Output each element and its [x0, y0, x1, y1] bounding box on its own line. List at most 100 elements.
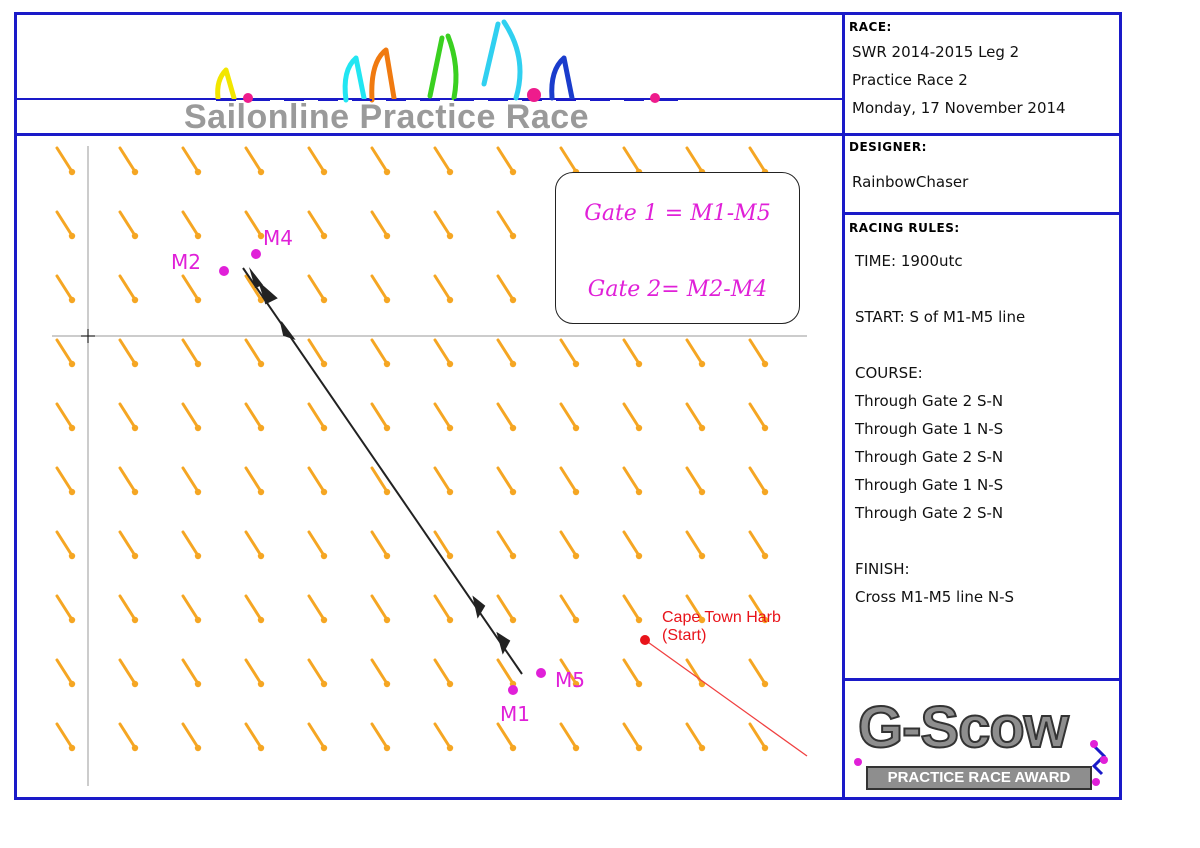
wind-arrow-head-icon	[698, 424, 706, 432]
gate-legend: Gate 1 = M1-M5 Gate 2= M2-M4	[555, 172, 800, 324]
wind-arrow-icon	[181, 338, 199, 364]
wind-arrow-icon	[307, 210, 325, 236]
start-label: Cape Town Harb (Start)	[662, 609, 807, 645]
wind-arrow-icon	[622, 146, 640, 172]
wind-arrow-icon	[244, 466, 262, 492]
wind-arrow-head-icon	[383, 680, 391, 688]
wind-arrow-icon	[622, 402, 640, 428]
sail-cyan-icon	[342, 55, 367, 103]
wind-arrow-head-icon	[68, 616, 76, 624]
legend-gate1: Gate 1 = M1-M5	[584, 201, 771, 226]
wind-arrow-head-icon	[320, 232, 328, 240]
wind-arrow-head-icon	[194, 168, 202, 176]
sail-green-icon	[427, 33, 459, 101]
race-divider	[842, 133, 1122, 136]
wind-arrow-icon	[685, 530, 703, 556]
wind-arrow-head-icon	[68, 296, 76, 304]
rules-label: RACING RULES:	[849, 221, 960, 235]
wind-arrow-head-icon	[383, 488, 391, 496]
wind-arrow-icon	[433, 338, 451, 364]
mark-m5-label: M5	[555, 668, 585, 692]
wind-arrow-head-icon	[131, 360, 139, 368]
wind-arrow-icon	[307, 466, 325, 492]
wind-arrow-head-icon	[131, 616, 139, 624]
wind-arrow-icon	[496, 722, 514, 748]
crosshair-icon	[81, 329, 95, 343]
wind-arrow-icon	[181, 210, 199, 236]
wind-arrow-head-icon	[257, 488, 265, 496]
wind-arrow-head-icon	[635, 360, 643, 368]
wind-arrow-head-icon	[446, 424, 454, 432]
wind-arrow-head-icon	[131, 424, 139, 432]
wind-arrow-head-icon	[131, 168, 139, 176]
wind-arrow-icon	[181, 146, 199, 172]
wind-arrow-icon	[748, 530, 766, 556]
wind-arrow-icon	[370, 210, 388, 236]
start-point-icon	[640, 635, 650, 645]
wind-arrow-head-icon	[509, 744, 517, 752]
designer-divider	[842, 212, 1122, 215]
wind-arrow-icon	[307, 594, 325, 620]
wind-arrow-head-icon	[761, 680, 769, 688]
wind-arrow-icon	[433, 146, 451, 172]
wind-arrow-icon	[55, 530, 73, 556]
sail-blue-icon	[549, 55, 575, 101]
legend-gate2: Gate 2= M2-M4	[587, 277, 768, 302]
mark-m4-icon	[251, 249, 261, 259]
course-map	[52, 146, 808, 786]
wind-arrow-icon	[118, 658, 136, 684]
start-label-name: Cape Town Harb	[662, 609, 781, 626]
wind-arrow-head-icon	[761, 488, 769, 496]
wind-arrow-head-icon	[194, 744, 202, 752]
sail-orange-icon	[369, 47, 397, 103]
wind-arrow-icon	[622, 530, 640, 556]
wind-arrow-icon	[433, 658, 451, 684]
wind-arrow-head-icon	[320, 424, 328, 432]
wind-arrow-icon	[55, 594, 73, 620]
header-divider	[14, 133, 844, 136]
wind-arrow-head-icon	[320, 488, 328, 496]
wind-arrow-icon	[244, 594, 262, 620]
wind-arrow-head-icon	[257, 232, 265, 240]
wind-arrow-icon	[433, 274, 451, 300]
page-frame	[14, 12, 1122, 800]
wind-arrow-head-icon	[509, 360, 517, 368]
wind-arrow-icon	[370, 466, 388, 492]
sail-yellow-icon	[215, 67, 237, 101]
wind-arrow-icon	[118, 594, 136, 620]
wind-arrow-head-icon	[131, 232, 139, 240]
wind-arrow-icon	[307, 530, 325, 556]
wind-arrow-icon	[181, 594, 199, 620]
wind-arrow-head-icon	[761, 360, 769, 368]
wind-arrow-icon	[685, 466, 703, 492]
rules-course-label: COURSE:	[855, 364, 923, 382]
wind-arrow-head-icon	[68, 488, 76, 496]
wind-arrow-icon	[55, 338, 73, 364]
wind-arrow-head-icon	[635, 424, 643, 432]
wind-arrow-head-icon	[383, 360, 391, 368]
wind-arrow-head-icon	[635, 552, 643, 560]
wind-arrow-head-icon	[194, 424, 202, 432]
wind-arrow-icon	[685, 338, 703, 364]
wind-arrow-head-icon	[194, 680, 202, 688]
wind-arrow-icon	[496, 402, 514, 428]
wind-arrow-icon	[181, 402, 199, 428]
wind-arrow-icon	[685, 722, 703, 748]
wind-arrow-icon	[496, 274, 514, 300]
wind-arrow-head-icon	[257, 168, 265, 176]
wind-arrow-head-icon	[194, 488, 202, 496]
mark-m4-label: M4	[263, 226, 293, 250]
mark-m1-icon	[508, 685, 518, 695]
wind-arrow-head-icon	[698, 360, 706, 368]
wind-arrow-icon	[496, 210, 514, 236]
wind-arrow-icon	[685, 146, 703, 172]
wind-arrow-head-icon	[320, 744, 328, 752]
wind-arrow-icon	[181, 722, 199, 748]
wind-arrow-icon	[748, 338, 766, 364]
rules-finish-label: FINISH:	[855, 560, 910, 578]
wind-arrow-head-icon	[446, 296, 454, 304]
wind-arrow-head-icon	[257, 296, 265, 304]
wind-arrow-head-icon	[635, 680, 643, 688]
track-arrow-icon	[257, 280, 278, 305]
header-logo	[215, 19, 686, 103]
